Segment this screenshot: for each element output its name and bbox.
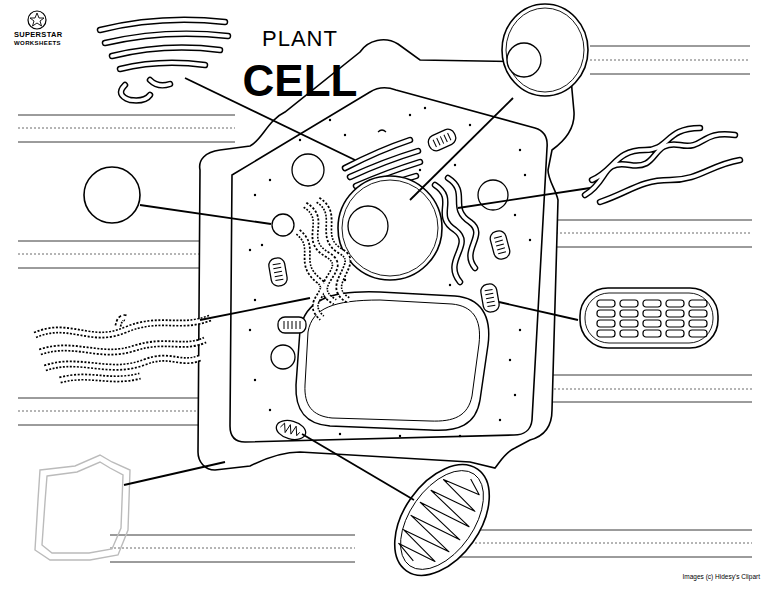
vesicles [271, 154, 508, 369]
smooth-er-callout [585, 128, 740, 202]
logo-word: WORKSHEETS [14, 40, 61, 47]
answer-lines [18, 46, 752, 562]
vesicle-callout [84, 167, 140, 223]
leader-lines [124, 78, 590, 500]
ribosomes [250, 108, 530, 436]
credit-note: Images (c) Hidesy's Clipart [683, 573, 760, 580]
rough-er [298, 200, 348, 318]
golgi-callout [100, 20, 228, 101]
rough-er-callout [35, 318, 210, 380]
logo-word: SUPERSTAR [14, 31, 62, 39]
chloroplasts [268, 127, 512, 333]
vacuole [296, 292, 489, 431]
mitochondrion [274, 417, 308, 442]
nucleus [338, 176, 442, 280]
worksheet-title: PLANT CELL [240, 18, 360, 102]
cell-wall-callout [35, 455, 130, 560]
smooth-er [435, 178, 476, 282]
logo-icon [28, 11, 46, 29]
chloroplast-callout [580, 288, 718, 348]
cell-wall [198, 40, 574, 470]
mitochondrion-callout [375, 447, 508, 592]
cell-membrane [230, 88, 547, 442]
nucleus-callout [502, 4, 588, 96]
